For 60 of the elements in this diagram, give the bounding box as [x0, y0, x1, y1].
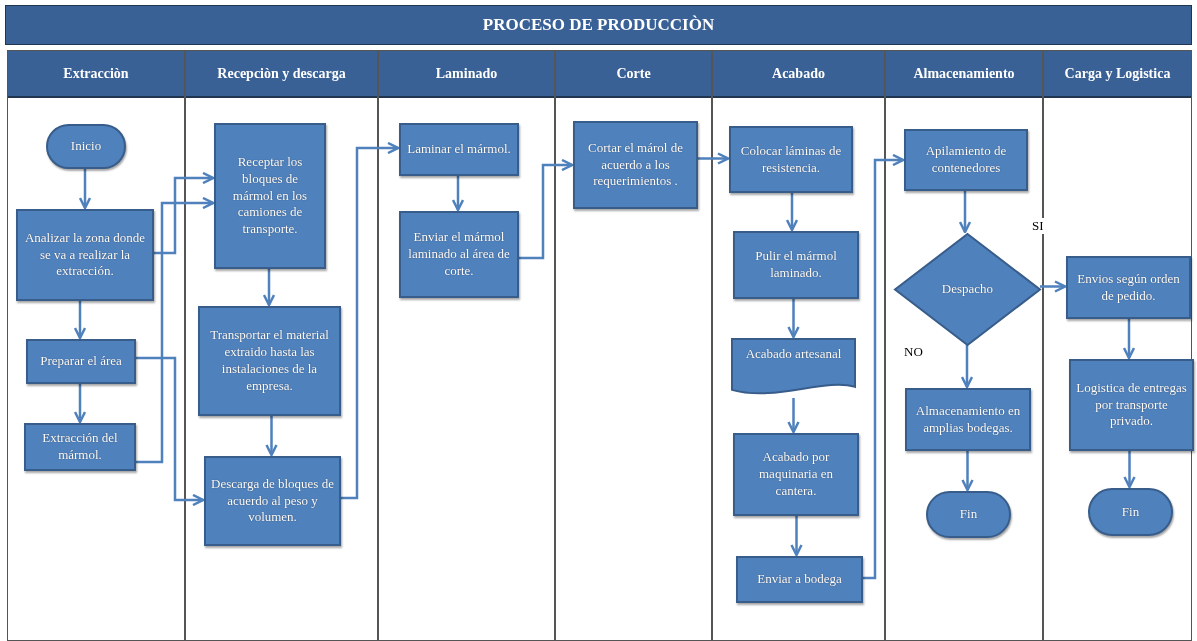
arrow	[787, 398, 800, 434]
process-box: Logistica de entregas por transporte privado.	[1069, 359, 1194, 451]
diagram-title: PROCESO DE PRODUCCIÒN	[5, 5, 1192, 45]
swimlane	[7, 50, 185, 641]
process-box: Acabado por maquinaria en cantera.	[733, 433, 859, 516]
arrow	[135, 356, 205, 507]
process-box: Descarga de bloques de acuerdo al peso y volumen.	[204, 456, 341, 546]
process-box: Pulir el mármol laminado.	[733, 231, 859, 299]
arrow	[153, 171, 215, 255]
lane-header: Recepciòn y descarga	[186, 51, 377, 98]
arrow	[135, 196, 215, 464]
swimlane	[1043, 50, 1192, 641]
arrow	[265, 415, 278, 457]
process-box: Analizar la zona donde se va a realizar la extracción.	[16, 209, 154, 301]
arrow	[790, 515, 803, 557]
process-box: Cortar el márol de acuerdo a los requerimientos .	[573, 121, 698, 209]
arrow	[518, 158, 574, 260]
arrow	[958, 190, 972, 234]
process-box: Enviar a bodega	[736, 556, 863, 603]
process-box: Receptar los bloques de mármol en los camiones de transporte.	[214, 123, 326, 269]
arrow	[451, 175, 465, 212]
arrow	[73, 300, 87, 340]
swimlane	[185, 50, 378, 641]
process-box: Enviar el mármol laminado al área de corte.	[399, 211, 519, 298]
lane-header: Laminado	[379, 51, 554, 98]
lane-header: Corte	[556, 51, 711, 98]
swimlane	[555, 50, 712, 641]
arrow	[785, 192, 799, 232]
process-box: Transportar el material extraido hasta las instalaciones de la empresa.	[198, 306, 341, 416]
decision-diamond: Despacho	[894, 233, 1041, 346]
process-box: Apilamiento de contenedores	[904, 129, 1028, 191]
process-box: Envios según orden de pedido.	[1066, 256, 1191, 319]
edge-label: SI	[1030, 218, 1046, 234]
arrow	[961, 450, 974, 492]
arrow	[340, 141, 400, 500]
process-box: Extracción del mármol.	[24, 423, 136, 471]
swimlane	[885, 50, 1043, 641]
swimlane	[712, 50, 885, 641]
lane-header: Acabado	[713, 51, 884, 98]
arrow	[262, 268, 276, 307]
arrow	[1040, 280, 1067, 293]
arrow	[787, 298, 800, 339]
lane-header: Almacenamiento	[886, 51, 1042, 98]
arrow	[1123, 450, 1136, 489]
arrow	[73, 383, 87, 424]
arrow	[1122, 318, 1136, 360]
arrow	[78, 168, 92, 210]
lane-header: Extracciòn	[8, 51, 184, 98]
arrow	[862, 153, 905, 580]
terminal-shape: Inicio	[46, 124, 126, 169]
process-box: Almacenamiento en amplias bodegas.	[905, 388, 1031, 451]
process-box: Colocar láminas de resistencia.	[729, 126, 853, 193]
process-box: Laminar el mármol.	[399, 123, 519, 176]
terminal-shape: Fin	[926, 491, 1011, 538]
arrow	[960, 345, 974, 389]
process-box: Preparar el área	[26, 339, 136, 384]
terminal-shape: Fin	[1088, 488, 1173, 536]
arrow	[697, 152, 730, 165]
swimlane	[378, 50, 555, 641]
lane-header: Carga y Logistica	[1044, 51, 1191, 98]
